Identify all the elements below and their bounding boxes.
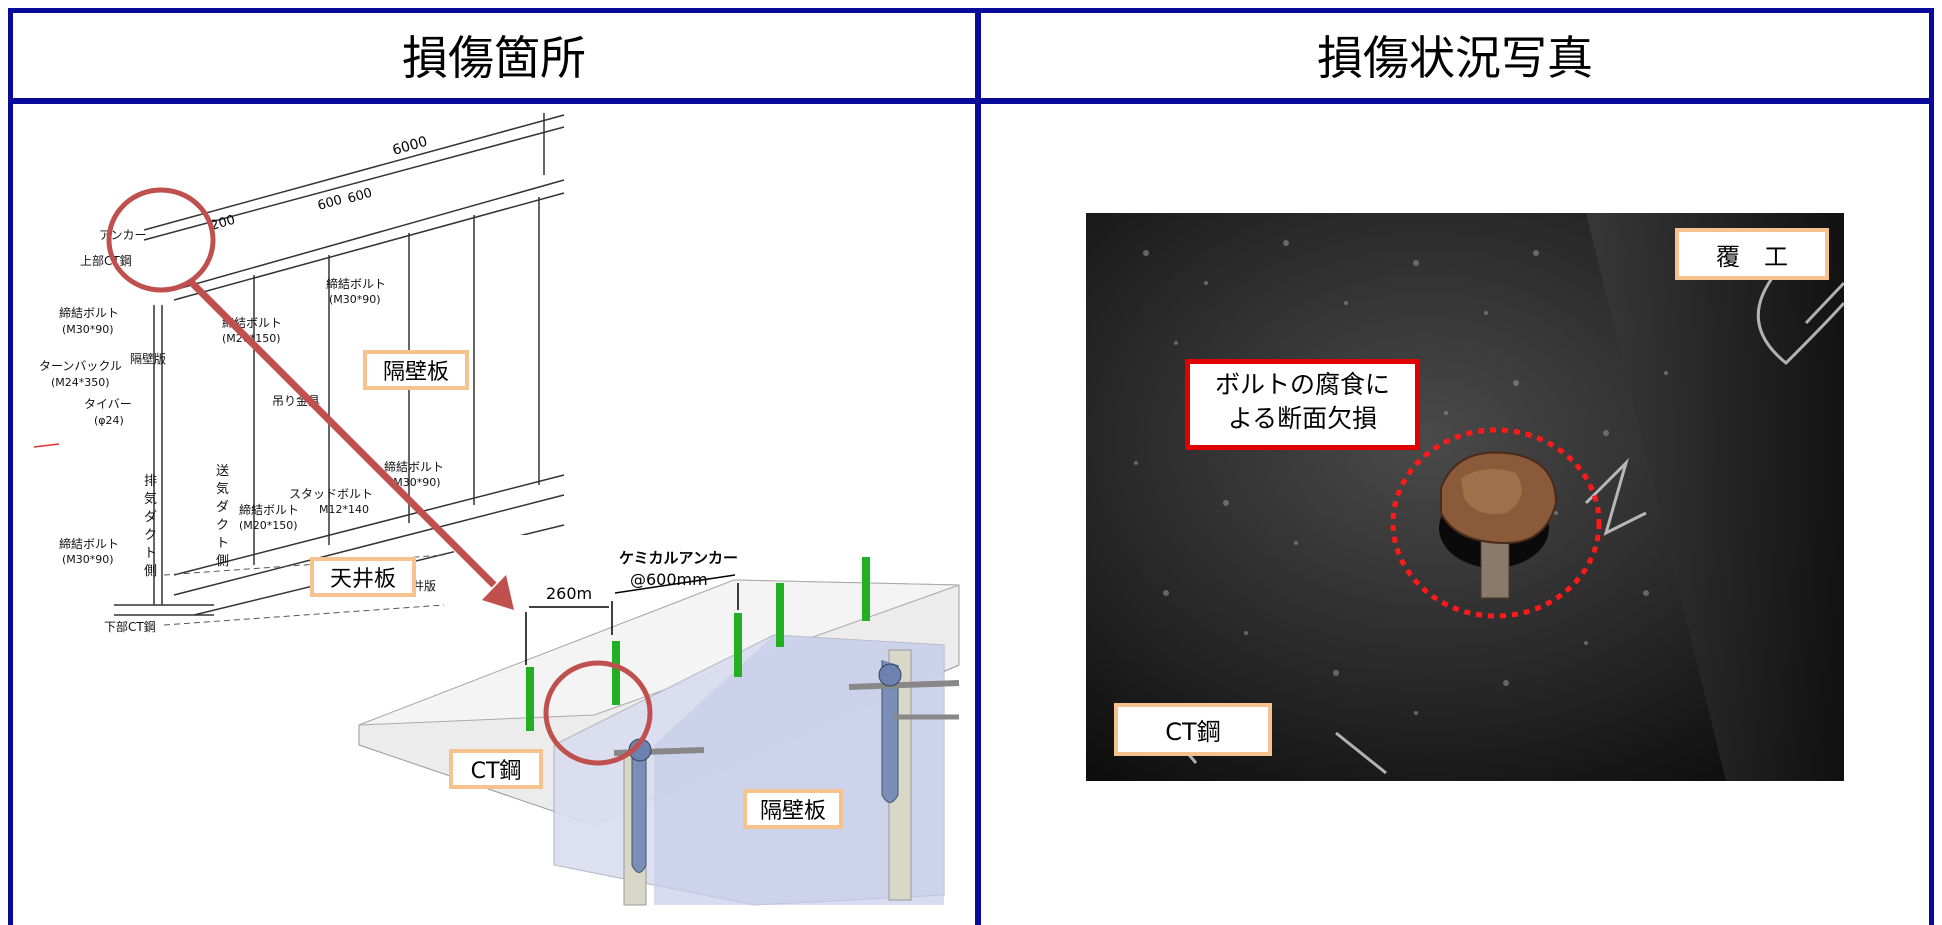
svg-text:気: 気 xyxy=(144,491,157,507)
note-bolt-bottom-size: (M30*90) xyxy=(62,553,114,566)
note-bolt-top-size: (M30*90) xyxy=(329,293,381,306)
label-partition-plate: 隔壁板 xyxy=(363,350,469,390)
svg-text:側: 側 xyxy=(216,554,229,569)
note-bolt-low: 締結ボルト xyxy=(239,502,299,517)
callout-line1: ボルトの腐食に xyxy=(1214,370,1390,399)
exhaust-duct-side-text: 排 気 ダ ク ト 側 xyxy=(144,474,157,579)
note-bolt-right-size: (M30*90) xyxy=(389,476,441,489)
header-divider xyxy=(8,98,1934,104)
note-tiebar-size: (φ24) xyxy=(94,414,124,427)
label-partition-detail: 隔壁板 xyxy=(743,789,843,829)
header-damage-location: 損傷箇所 xyxy=(402,31,586,85)
label-ct-steel-photo: CT鋼 xyxy=(1114,703,1272,756)
note-bolt-top: 締結ボルト xyxy=(326,276,386,291)
note-bolt1: 締結ボルト xyxy=(59,305,119,320)
supply-duct-side-text: 送 気 ダ ク ト 側 xyxy=(216,464,229,569)
highlight-circle-detail xyxy=(543,660,653,766)
note-bolt-bottom: 締結ボルト xyxy=(59,536,119,551)
note-anchor: アンカー xyxy=(99,228,147,242)
note-lower-ct: 下部CT鋼 xyxy=(104,619,156,634)
chemical-anchor-title: ケミカルアンカー xyxy=(619,549,738,567)
label-ct-steel-left: CT鋼 xyxy=(449,749,543,789)
svg-text:ト: ト xyxy=(144,546,157,561)
corroded-bolt xyxy=(1439,451,1558,599)
table-frame xyxy=(8,8,1934,925)
column-divider xyxy=(975,8,981,925)
damage-photo xyxy=(1086,213,1844,781)
note-bolt-low-size: (M20*150) xyxy=(239,519,298,532)
svg-text:ク: ク xyxy=(144,528,157,543)
dim-200: 200 xyxy=(209,213,237,234)
svg-text:ク: ク xyxy=(216,518,229,533)
svg-text:ダ: ダ xyxy=(144,510,157,525)
damage-callout: ボルトの腐食に よる断面欠損 xyxy=(1185,359,1420,450)
note-turnbuckle-size: (M24*350) xyxy=(51,376,110,389)
anchor-pitch: @600mm xyxy=(630,570,708,589)
highlight-circle-top xyxy=(106,187,216,293)
pointer-arrow xyxy=(186,277,497,588)
note-partition-plate: 隔壁版 xyxy=(130,351,166,366)
svg-text:気: 気 xyxy=(216,481,229,497)
note-bolt-right: 締結ボルト xyxy=(384,459,444,474)
callout-line2: よる断面欠損 xyxy=(1227,404,1378,433)
svg-text:ダ: ダ xyxy=(216,500,229,515)
dim-600a: 600 xyxy=(316,193,344,214)
svg-text:送: 送 xyxy=(216,464,229,479)
label-ceiling-plate: 天井板 xyxy=(310,557,416,597)
note-upper-ct: 上部CT鋼 xyxy=(80,253,132,268)
header-damage-photo: 損傷状況写真 xyxy=(1317,31,1593,85)
note-bolt1-size: (M30*90) xyxy=(62,323,114,336)
red-mark xyxy=(33,443,60,448)
damage-circle xyxy=(1390,427,1602,619)
pointer-arrowhead xyxy=(482,575,514,610)
svg-text:側: 側 xyxy=(144,564,157,579)
dim-600b: 600 xyxy=(346,186,374,207)
svg-text:排: 排 xyxy=(144,474,157,489)
dim-260: 260m xyxy=(546,584,592,603)
svg-text:ト: ト xyxy=(216,536,229,551)
label-lining: 覆 工 xyxy=(1675,228,1829,280)
note-stud-bolt: スタッドボルト xyxy=(289,487,373,501)
chemical-anchors xyxy=(526,557,870,731)
dim-6000: 6000 xyxy=(391,134,430,159)
note-ceiling-small: 井版 xyxy=(412,579,436,593)
note-stud-size: M12*140 xyxy=(319,503,369,516)
note-tiebar: タイバー xyxy=(84,397,132,411)
note-turnbuckle: ターンバックル xyxy=(39,359,122,373)
